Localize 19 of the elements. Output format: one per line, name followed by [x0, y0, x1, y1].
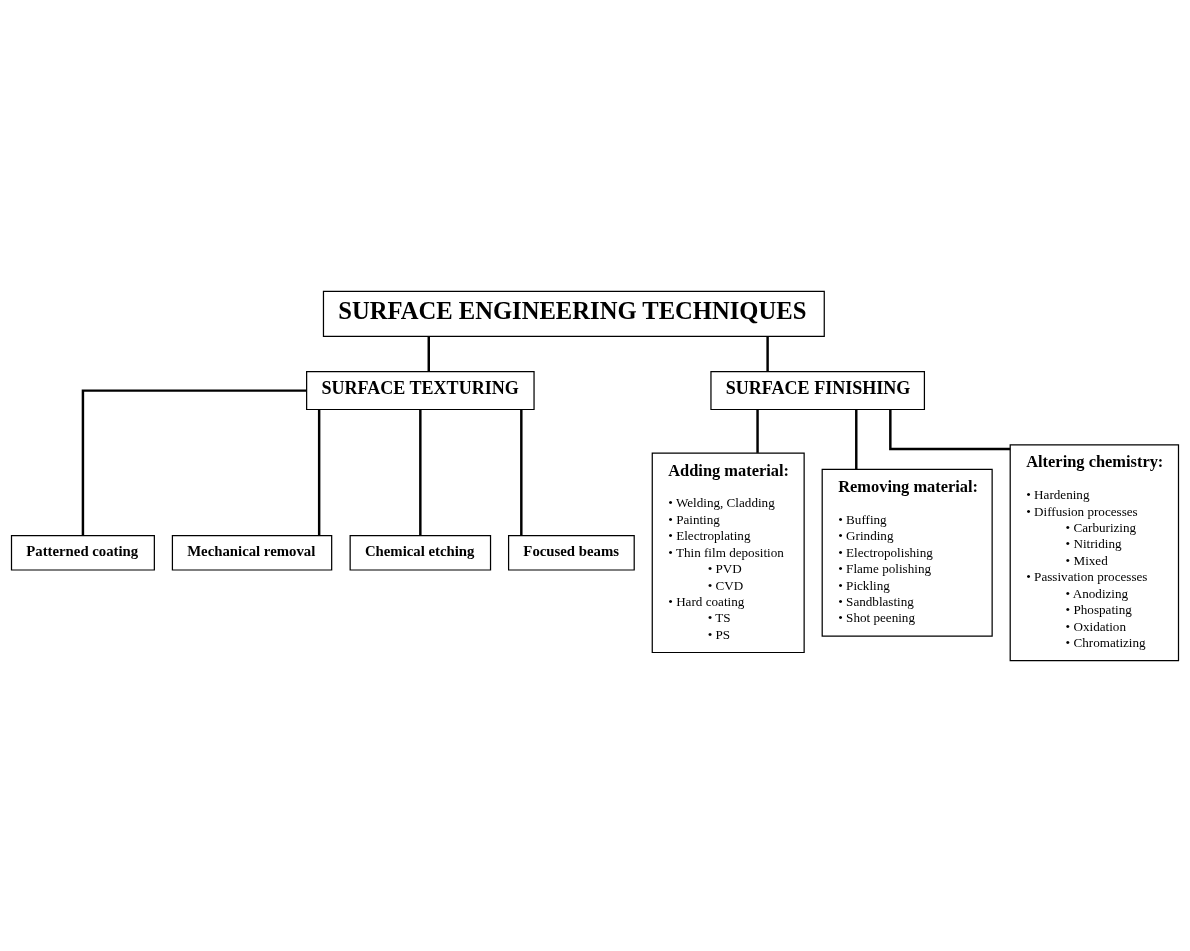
connector — [427, 336, 430, 372]
connector — [889, 409, 1011, 450]
connector — [766, 336, 769, 372]
connector — [317, 409, 321, 535]
node-box: SURFACE TEXTURING — [306, 370, 535, 410]
connector — [419, 409, 422, 535]
node-box: Chemical etching — [349, 534, 492, 571]
connector — [81, 388, 307, 535]
node-box: SURFACE FINISHING — [710, 370, 926, 410]
node-box: Mechanical removal — [171, 534, 333, 571]
node-box: Patterned coating — [10, 534, 155, 571]
connector — [756, 409, 759, 453]
node-box: SURFACE ENGINEERING TECHNIQUES — [322, 290, 825, 337]
connector — [855, 409, 858, 469]
node-box: Removing material: • Buffing • Grinding • Electropolishing • Flame polishing • Pickling • Sandblasting • Shot peening — [821, 468, 993, 637]
node-box: Altering chemistry: • Hardening • Diffusion processes • Carburizing • Nitriding • Mixed • Passivation processes • Anodizing • Phospating • Oxidation • Chromatizing — [1009, 443, 1180, 661]
node-box: Adding material: • Welding, Cladding • Painting • Electroplating • Thin film deposition • PVD • CVD • Hard coating • TS • PS — [651, 451, 805, 653]
connector — [520, 409, 523, 535]
node-box: Focused beams — [507, 534, 635, 571]
